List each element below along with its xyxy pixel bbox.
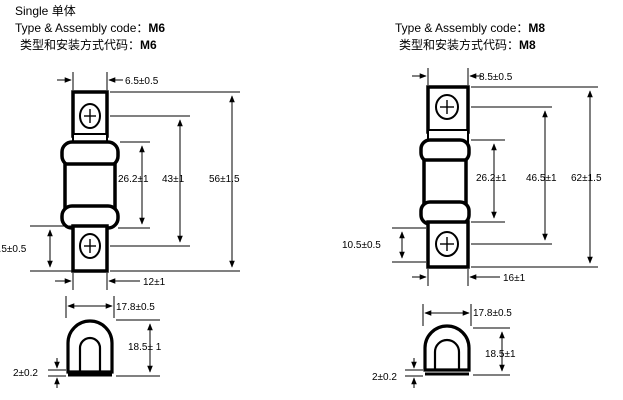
m6-bottom-width-label: 17.8±0.5 (116, 302, 155, 313)
m6-tab-height-label: 8.5±0.5 (0, 244, 27, 255)
m6-dim-labels: 6.5±0.5 26.2±1 43±1 56±1.5 8.5±0.5 12±1 (0, 76, 240, 288)
m6-tab-offset-label: 12±1 (143, 277, 166, 288)
m8-overall-height-label: 62±1.5 (571, 173, 602, 184)
m6-code: M6 (148, 21, 166, 35)
m6-bottom-height-label: 18.5± 1 (128, 342, 162, 353)
m6-bottom-inner (78, 336, 102, 372)
m8-dim-labels: 8.5±0.5 26.2±1 46.5±1 62±1.5 10.5±0.5 16… (342, 72, 602, 284)
m6-fuse (60, 90, 120, 273)
m6-body-height-label: 26.2±1 (118, 174, 149, 185)
m8-body (422, 158, 468, 206)
m8-code: M8 (528, 21, 546, 35)
m6-tab-width-label: 6.5±0.5 (125, 76, 159, 87)
m8-bottom-dims (405, 304, 510, 388)
m8-center-distance-label: 46.5±1 (526, 173, 557, 184)
m8-fuse (419, 85, 471, 269)
m6-code-cn: M6 (140, 38, 157, 52)
m6-type-label-text: Type & Assembly code： (15, 21, 149, 35)
m8-code-cn: M8 (519, 38, 536, 52)
m6-bottom-labels: 17.8±0.5 18.5± 1 2±0.2 (13, 302, 162, 379)
m6-thickness-label: 2±0.2 (13, 368, 38, 379)
m8-type-label-cn-text: 类型和安装方式代码： (399, 38, 520, 52)
m8-bottom-width-label: 17.8±0.5 (473, 308, 512, 319)
m6-center-distance-label: 43±1 (162, 174, 185, 185)
m6-body (63, 162, 117, 210)
single-label: Single 单体 (15, 4, 76, 18)
m6-bottom-outer (66, 319, 114, 374)
m8-bottom-inner (433, 338, 461, 370)
m6-bottom-dims (48, 296, 160, 388)
m8-bottom-labels: 17.8±0.5 18.5±1 2±0.2 (372, 308, 516, 383)
m8-tab-height-label: 10.5±0.5 (342, 240, 381, 251)
m6-type-label-cn: 类型和安装方式代码：M6 (20, 37, 157, 53)
m8-bottom-view (423, 324, 471, 376)
m6-dimensions (30, 72, 240, 290)
m8-tab-width-label: 8.5±0.5 (479, 72, 513, 83)
m8-dimensions (392, 68, 598, 286)
m8-type-label: Type & Assembly code：M8 (395, 20, 545, 36)
m6-overall-height-label: 56±1.5 (209, 174, 240, 185)
m8-type-label-text: Type & Assembly code： (395, 21, 529, 35)
m8-bottom-outer (423, 324, 471, 372)
m6-type-label-cn-text: 类型和安装方式代码： (20, 38, 141, 52)
m8-tab-offset-label: 16±1 (503, 273, 526, 284)
m8-body-height-label: 26.2±1 (476, 173, 507, 184)
m8-thickness-label: 2±0.2 (372, 372, 397, 383)
m6-type-label: Type & Assembly code：M6 (15, 20, 165, 36)
m6-bottom-view (66, 319, 114, 377)
m8-bottom-height-label: 18.5±1 (485, 349, 516, 360)
m8-type-label-cn: 类型和安装方式代码：M8 (399, 37, 536, 53)
